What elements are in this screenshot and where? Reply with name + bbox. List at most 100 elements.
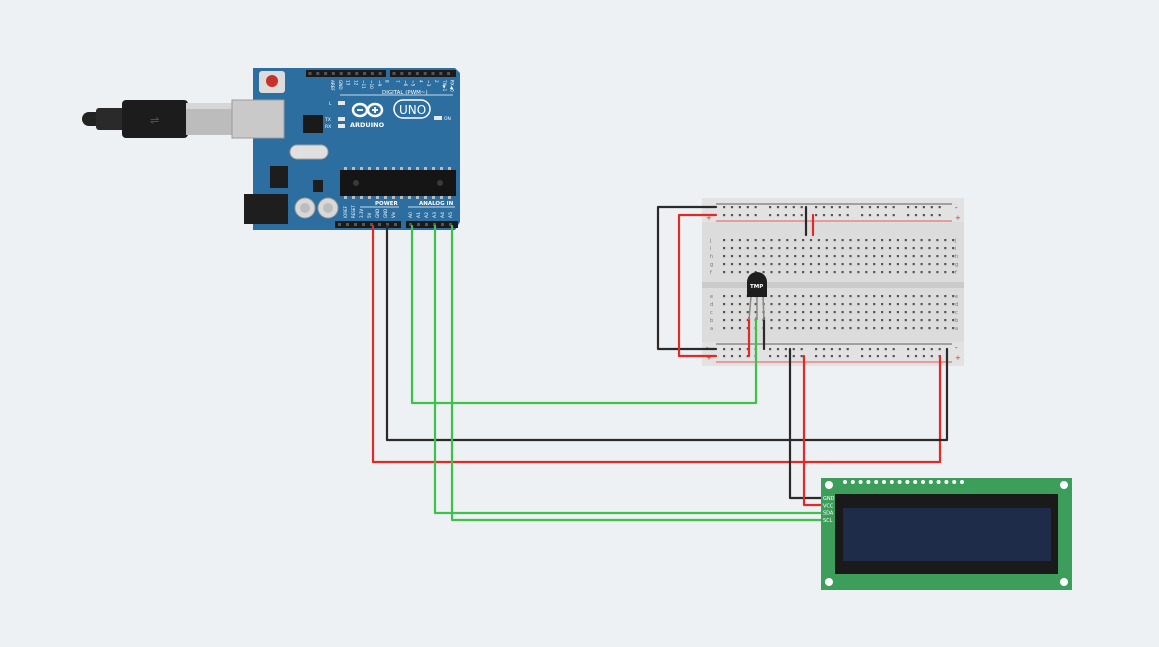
breadboard-hole — [849, 311, 852, 314]
breadboard-hole — [873, 303, 876, 306]
breadboard-hole — [809, 295, 813, 298]
wire-rail-black-left[interactable] — [656, 205, 718, 351]
breadboard-hole — [833, 295, 836, 298]
lcd-pin-label: SDA — [823, 511, 834, 517]
breadboard-hole — [873, 247, 876, 250]
row-letter: j — [954, 238, 956, 244]
rail-hole — [738, 214, 741, 217]
breadboard-hole — [865, 303, 868, 306]
wire-a5-green[interactable] — [450, 224, 824, 522]
breadboard-hole — [896, 263, 899, 266]
breadboard-hole — [794, 247, 797, 250]
breadboard-hole — [936, 295, 939, 298]
power-pin-label: GND — [375, 209, 380, 218]
breadboard-hole — [936, 255, 939, 258]
breadboard-hole — [825, 295, 828, 298]
breadboard-hole — [762, 255, 765, 258]
rail-hole — [861, 214, 864, 217]
row-letter: j — [709, 238, 711, 244]
breadboard-hole — [794, 303, 797, 306]
rail-hole — [938, 206, 941, 209]
breadboard-hole — [857, 327, 860, 330]
wire-lcd-vcc-red[interactable] — [802, 354, 824, 507]
rail-hole — [822, 348, 826, 351]
lcd-pin-hole — [858, 480, 863, 484]
rail-hole — [922, 355, 925, 358]
breadboard-hole — [920, 311, 923, 314]
breadboard-hole — [817, 319, 820, 322]
rail-hole — [723, 355, 726, 358]
breadboard-hole — [833, 255, 836, 258]
breadboard-hole — [944, 311, 947, 314]
digital-header[interactable] — [306, 70, 386, 77]
lcd-pin-hole — [921, 480, 925, 484]
breadboard-hole — [794, 263, 797, 266]
digital-header-2[interactable] — [390, 70, 456, 77]
tmp-temperature-sensor[interactable]: TMP — [747, 272, 767, 321]
header-hole — [447, 72, 451, 75]
chip-pin — [448, 196, 451, 199]
chip-pin — [448, 167, 451, 170]
breadboard-hole — [944, 295, 947, 298]
usb-cable[interactable]: ⇌ — [82, 100, 234, 138]
digital-pin-label: ~6 — [403, 80, 408, 87]
breadboard-hole — [841, 247, 844, 250]
wire-a4-green[interactable] — [433, 224, 824, 515]
breadboard-hole — [738, 303, 741, 306]
header-hole — [392, 72, 396, 75]
row-letter: e — [955, 294, 958, 300]
wire-a0-green[interactable] — [410, 224, 758, 405]
breadboard-hole — [952, 239, 955, 242]
breadboard-hole — [888, 319, 892, 322]
chip-pin — [432, 167, 435, 170]
breadboard-hole — [802, 295, 805, 298]
reset-button[interactable] — [266, 75, 278, 87]
chip-pin — [432, 196, 435, 199]
breadboard-hole — [809, 239, 813, 242]
header-hole — [431, 72, 435, 75]
breadboard-hole — [920, 255, 923, 258]
lcd-pin-hole — [843, 480, 847, 484]
breadboard-hole — [912, 295, 915, 298]
breadboard-hole — [723, 327, 726, 330]
breadboard-hole — [809, 263, 813, 266]
microcontroller-chip — [340, 170, 456, 196]
breadboard-hole — [809, 255, 813, 258]
breadboard-hole — [833, 239, 836, 242]
breadboard-hole — [817, 263, 820, 266]
rail-hole — [868, 206, 872, 209]
breadboard-hole — [873, 255, 876, 258]
rail-hole — [876, 206, 879, 209]
breadboard-hole — [952, 295, 955, 298]
breadboard-hole — [904, 263, 907, 266]
analog-header[interactable] — [406, 221, 458, 228]
breadboard-hole — [873, 271, 876, 274]
breadboard-hole — [888, 311, 892, 314]
rail-hole — [884, 206, 887, 209]
header-hole — [433, 223, 436, 226]
breadboard-hole — [920, 239, 923, 242]
rail-hole — [792, 206, 795, 209]
breadboard-hole — [928, 271, 931, 274]
chip-pin — [392, 167, 395, 170]
power-header[interactable] — [335, 221, 401, 228]
rail-hole — [754, 214, 757, 217]
wire-gnd-black[interactable] — [385, 224, 949, 442]
breadboard-hole — [849, 239, 852, 242]
wire-5v-red[interactable] — [371, 224, 942, 464]
breadboard-hole — [881, 263, 884, 266]
led-on-label: ON — [444, 116, 451, 122]
breadboard-hole — [778, 295, 781, 298]
breadboard-hole — [723, 311, 726, 314]
breadboard-hole — [881, 311, 884, 314]
breadboard-hole — [802, 247, 805, 250]
breadboard-hole — [833, 327, 836, 330]
wire-rail-red-left[interactable] — [677, 213, 718, 358]
header-hole — [354, 223, 357, 226]
wire-lcd-gnd-black[interactable] — [788, 347, 824, 500]
breadboard-hole — [738, 239, 741, 242]
